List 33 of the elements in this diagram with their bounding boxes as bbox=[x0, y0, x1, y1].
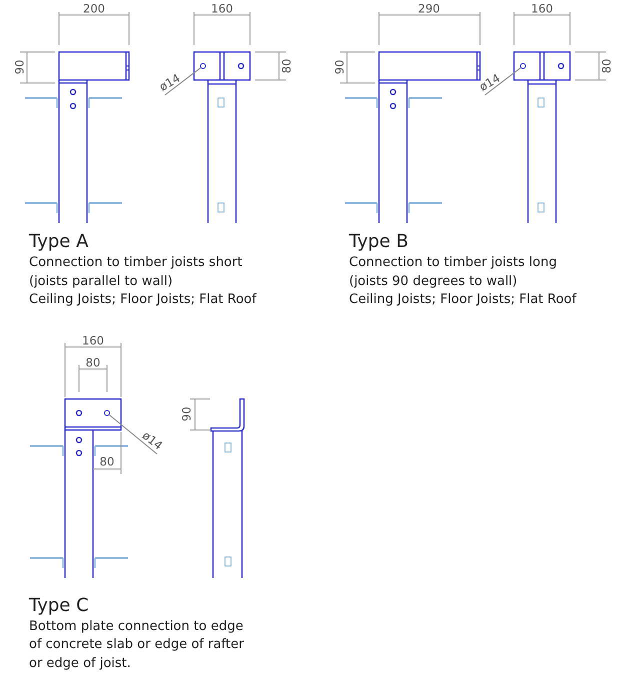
dimension-label: 80 bbox=[100, 456, 114, 468]
dimension-label: 90 bbox=[181, 406, 193, 422]
dimension-label: 80 bbox=[281, 58, 293, 74]
dimension-label: 90 bbox=[334, 60, 346, 74]
description-text: Bottom plate connection to edge bbox=[29, 620, 244, 634]
dimension-label: 160 bbox=[82, 335, 104, 347]
diameter-label: ø14 bbox=[158, 72, 182, 94]
leader-line bbox=[108, 414, 158, 454]
dimension-label: 90 bbox=[14, 60, 26, 74]
bolt-hole bbox=[104, 410, 110, 416]
dimension-label: 200 bbox=[83, 3, 105, 15]
dimension-label: 290 bbox=[418, 3, 440, 15]
description-text: Ceiling Joists; Floor Joists; Flat Roof bbox=[29, 293, 256, 308]
dimension-label: 160 bbox=[211, 3, 233, 15]
description-text: (joists 90 degrees to wall) bbox=[349, 275, 518, 290]
type-heading: Type C bbox=[29, 596, 89, 616]
dimension-label: 80 bbox=[601, 58, 613, 74]
description-text: or edge of joist. bbox=[29, 657, 131, 672]
diameter-label: ø14 bbox=[478, 72, 502, 94]
dimension-label: 160 bbox=[531, 3, 553, 15]
description-text: Connection to timber joists long bbox=[349, 256, 557, 270]
description-text: Connection to timber joists short bbox=[29, 256, 242, 270]
description-text: of concrete slab or edge of rafter bbox=[29, 638, 244, 652]
leader-line bbox=[164, 67, 202, 96]
leader-line bbox=[484, 67, 522, 96]
type-heading: Type A bbox=[29, 232, 88, 252]
bolt-hole bbox=[520, 63, 526, 69]
diameter-label: ø14 bbox=[140, 430, 164, 452]
bolt-hole bbox=[200, 63, 206, 69]
dimension-label: 80 bbox=[86, 357, 100, 369]
description-text: (joists parallel to wall) bbox=[29, 275, 173, 290]
type-heading: Type B bbox=[349, 232, 408, 252]
description-text: Ceiling Joists; Floor Joists; Flat Roof bbox=[349, 293, 576, 308]
